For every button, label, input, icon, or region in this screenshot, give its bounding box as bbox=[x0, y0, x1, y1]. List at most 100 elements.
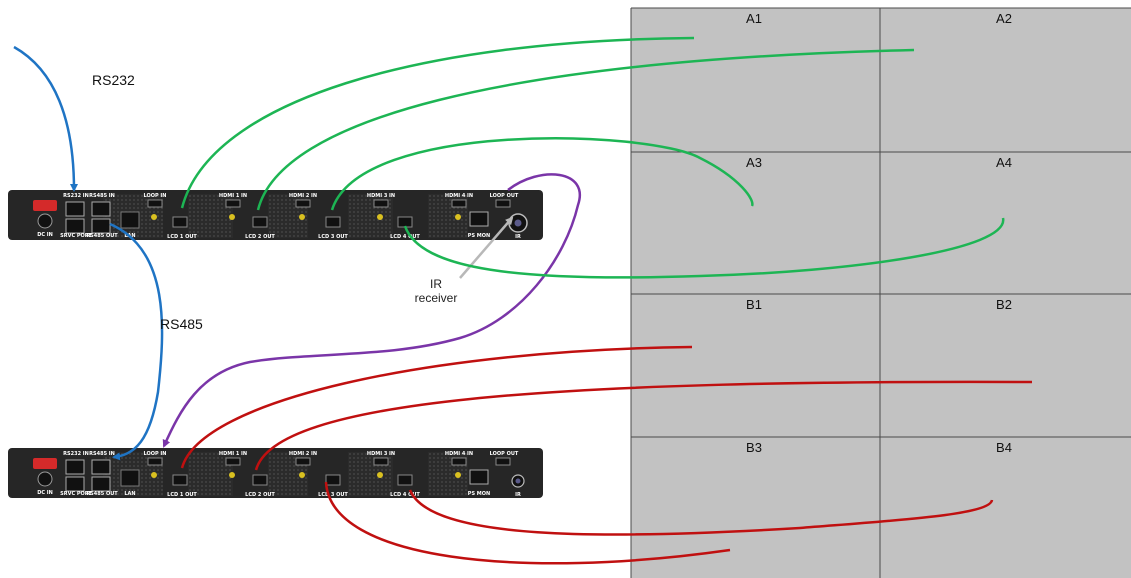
controller-bottom bbox=[8, 448, 543, 498]
hdmi-port-icon bbox=[295, 457, 311, 466]
bnc-port-icon bbox=[151, 472, 157, 478]
hdmi-port-icon bbox=[147, 457, 163, 466]
hdmi-port-icon bbox=[373, 199, 389, 208]
screen-label-b2: B2 bbox=[996, 297, 1012, 312]
dc-jack-icon bbox=[37, 471, 53, 487]
screen-label-b3: B3 bbox=[746, 440, 762, 455]
bnc-port-icon bbox=[455, 214, 461, 220]
rj45-port-icon bbox=[65, 201, 85, 217]
video-cable-a1 bbox=[180, 36, 695, 209]
port-label: RS485 OUT bbox=[86, 491, 118, 497]
hdmi-port-icon bbox=[225, 457, 241, 466]
port-label: LCD 3 OUT bbox=[318, 492, 348, 498]
lcd-out-port-icon bbox=[397, 216, 413, 228]
port-label: HDMI 3 IN bbox=[367, 451, 395, 457]
port-label: LCD 4 OUT bbox=[390, 234, 420, 240]
screen-label-a3: A3 bbox=[746, 155, 762, 170]
bnc-port-icon bbox=[229, 472, 235, 478]
screen-label-b4: B4 bbox=[996, 440, 1012, 455]
screen-label-b1: B1 bbox=[746, 297, 762, 312]
port-label: IR bbox=[515, 492, 521, 498]
rj45-port-icon bbox=[91, 459, 111, 475]
hdmi-port-icon bbox=[373, 457, 389, 466]
rs485-label: RS485 bbox=[160, 316, 203, 332]
hdmi-port-icon bbox=[451, 457, 467, 466]
port-label: LCD 1 OUT bbox=[167, 234, 197, 240]
lcd-out-port-icon bbox=[397, 474, 413, 486]
video-cable-b4 bbox=[408, 489, 994, 536]
port-label: SRVC PORT bbox=[60, 491, 92, 497]
port-label: PS MON bbox=[468, 233, 490, 239]
lcd-out-port-icon bbox=[325, 216, 341, 228]
screen-label-a4: A4 bbox=[996, 155, 1012, 170]
port-label: RS485 OUT bbox=[86, 233, 118, 239]
bnc-port-icon bbox=[377, 214, 383, 220]
bnc-port-icon bbox=[229, 214, 235, 220]
lcd-out-port-icon bbox=[172, 216, 188, 228]
port-label: LAN bbox=[124, 491, 135, 497]
power-switch-icon bbox=[33, 200, 57, 211]
video-wall: A1 A2 A3 A4 B1 B2 B3 B4 bbox=[630, 7, 1131, 578]
video-cable-a2 bbox=[256, 48, 915, 211]
video-wall-background bbox=[631, 8, 1131, 578]
rj45-port-icon bbox=[65, 476, 85, 492]
port-label: LOOP IN bbox=[144, 193, 167, 199]
rj45-port-icon bbox=[91, 201, 111, 217]
port-label: RS232 IN bbox=[63, 451, 89, 457]
rs232-cable bbox=[13, 45, 78, 192]
port-label: LOOP OUT bbox=[490, 451, 519, 457]
ps-mon-port-icon bbox=[469, 211, 489, 227]
port-label: RS485 IN bbox=[89, 451, 115, 457]
video-cable-a4 bbox=[403, 217, 1005, 279]
ir-receiver-pointer bbox=[459, 216, 514, 279]
port-label: HDMI 2 IN bbox=[289, 451, 317, 457]
bnc-port-icon bbox=[299, 472, 305, 478]
video-cable-b1 bbox=[180, 345, 693, 469]
rj45-port-icon bbox=[65, 218, 85, 234]
hdmi-port-icon bbox=[225, 199, 241, 208]
ir-receiver-label-line1: IR bbox=[430, 277, 442, 291]
video-cable-b3 bbox=[324, 481, 731, 565]
port-label: HDMI 4 IN bbox=[445, 193, 473, 199]
lcd-out-port-icon bbox=[252, 474, 268, 486]
lcd-out-port-icon bbox=[252, 216, 268, 228]
port-label: HDMI 3 IN bbox=[367, 193, 395, 199]
screen-label-a1: A1 bbox=[746, 11, 762, 26]
hdmi-port-icon bbox=[451, 199, 467, 208]
port-label: LCD 4 OUT bbox=[390, 492, 420, 498]
video-cable-a3 bbox=[330, 137, 754, 211]
port-label: LCD 1 OUT bbox=[167, 492, 197, 498]
port-label: DC IN bbox=[37, 490, 53, 496]
ir-sensor-lens bbox=[515, 478, 521, 484]
bnc-port-icon bbox=[455, 472, 461, 478]
rj45-port-icon bbox=[65, 459, 85, 475]
port-label: HDMI 2 IN bbox=[289, 193, 317, 199]
ir-receiver-label-line2: receiver bbox=[415, 291, 458, 305]
bnc-port-icon bbox=[151, 214, 157, 220]
rs232-label: RS232 bbox=[92, 72, 135, 88]
port-label: PS MON bbox=[468, 491, 490, 497]
hdmi-port-icon bbox=[495, 457, 511, 466]
rj45-port-icon bbox=[91, 218, 111, 234]
bnc-port-icon bbox=[377, 472, 383, 478]
port-label: HDMI 1 IN bbox=[219, 451, 247, 457]
power-switch-icon bbox=[33, 458, 57, 469]
port-labels: DC IN RS232 IN SRVC PORT RS485 IN RS485 OUT L… bbox=[37, 451, 521, 498]
port-label: DC IN bbox=[37, 232, 53, 238]
lcd-out-port-icon bbox=[172, 474, 188, 486]
rs485-cable bbox=[109, 222, 164, 461]
dc-jack-icon bbox=[37, 213, 53, 229]
port-label: LCD 2 OUT bbox=[245, 492, 275, 498]
port-label: LCD 2 OUT bbox=[245, 234, 275, 240]
port-label: HDMI 1 IN bbox=[219, 193, 247, 199]
screen-label-a2: A2 bbox=[996, 11, 1012, 26]
ir-sensor-lens bbox=[514, 219, 522, 227]
port-label: IR bbox=[515, 234, 521, 240]
controller-top: DC IN bbox=[8, 190, 543, 240]
port-label: LOOP OUT bbox=[490, 193, 519, 199]
lcd-out-port-icon bbox=[325, 474, 341, 486]
hdmi-port-icon bbox=[495, 199, 511, 208]
port-label: LOOP IN bbox=[144, 451, 167, 457]
video-cable-b2 bbox=[254, 380, 1033, 471]
lan-port-icon bbox=[120, 469, 140, 487]
